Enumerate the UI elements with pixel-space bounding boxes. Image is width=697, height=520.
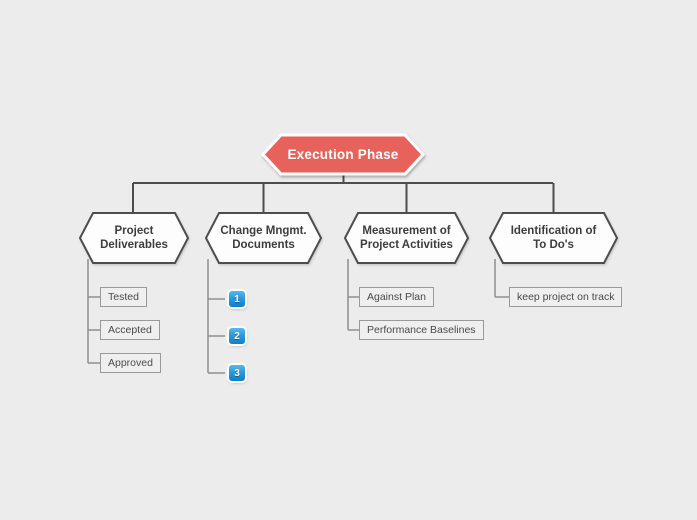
leaf-connectors [87,259,509,374]
root-hexagon-shape[interactable] [260,133,426,176]
number-1-icon[interactable]: 1 [229,291,245,307]
branch-hexagon-identification-of-to-dos[interactable] [488,212,619,264]
number-2-icon[interactable]: 2 [229,328,245,344]
leaf-box-against-plan[interactable]: Against Plan [359,287,434,307]
leaf-box-performance-baselines[interactable]: Performance Baselines [359,320,484,340]
main-connectors [132,173,555,214]
leaf-box-tested[interactable]: Tested [100,287,147,307]
branch-hexagon-change-mngmt-documents[interactable] [204,212,323,264]
number-3-icon[interactable]: 3 [229,365,245,381]
leaf-box-approved[interactable]: Approved [100,353,161,373]
leaf-box-accepted[interactable]: Accepted [100,320,160,340]
branch-hexagon-project-deliverables[interactable] [78,212,190,264]
branch-hexagon-measurement-of-project-activities[interactable] [343,212,470,264]
leaf-box-keep-project-on-track[interactable]: keep project on track [509,287,623,307]
